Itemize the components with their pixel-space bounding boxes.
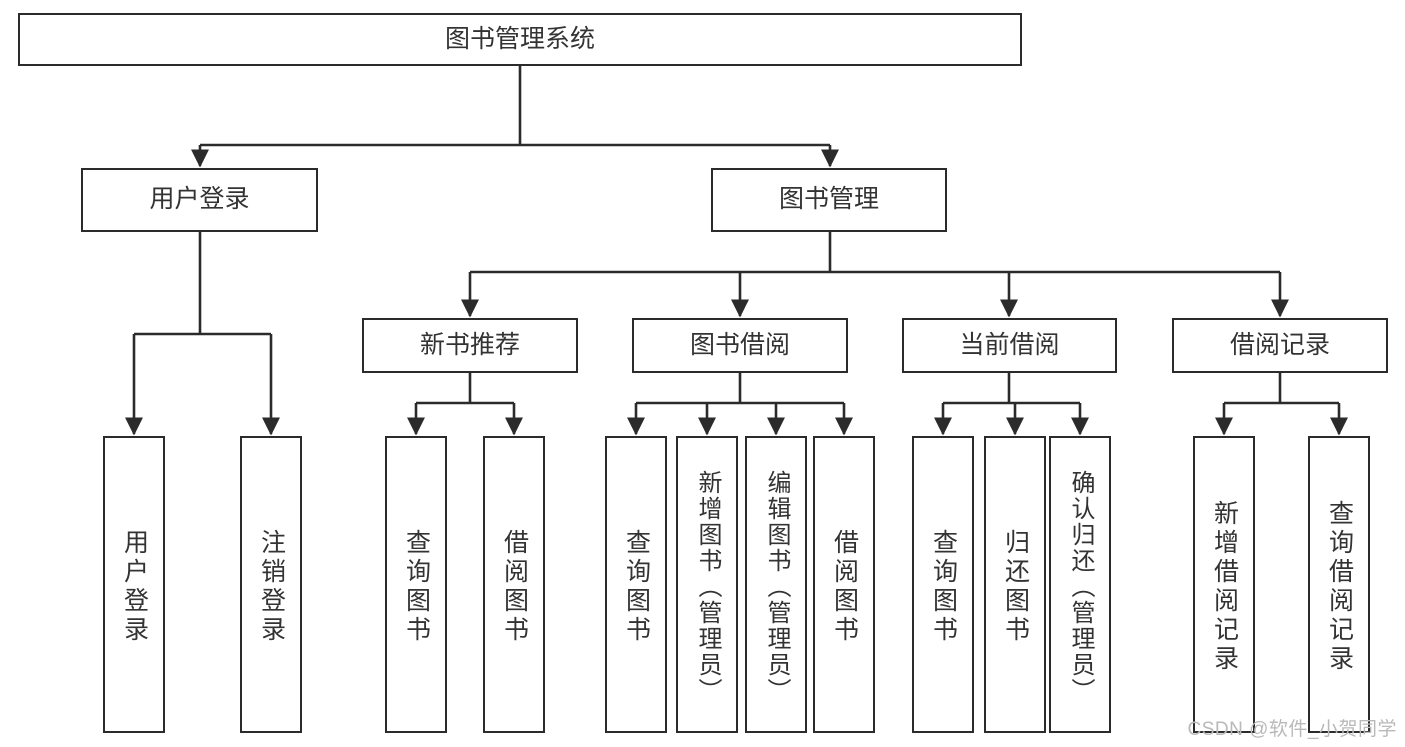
node-new-book-rec-label: 新书推荐: [419, 330, 520, 359]
node-leaf-add-book-label: 新增图书（管理员）: [694, 469, 721, 704]
node-book-manage[interactable]: 图书管理: [711, 168, 947, 232]
node-leaf-query-book-borrow[interactable]: 查询图书: [605, 436, 667, 733]
node-leaf-query-book-borrow-label: 查询图书: [622, 528, 651, 645]
node-leaf-borrow-book-rec-label: 借阅图书: [500, 528, 529, 645]
node-borrow-record[interactable]: 借阅记录: [1172, 318, 1388, 373]
node-book-borrow[interactable]: 图书借阅: [632, 318, 848, 373]
node-user-login-label: 用户登录: [149, 185, 250, 214]
node-leaf-user-login[interactable]: 用户登录: [103, 436, 165, 733]
node-leaf-return-book-label: 归还图书: [1001, 528, 1030, 645]
node-leaf-borrow-book[interactable]: 借阅图书: [813, 436, 875, 733]
watermark-text: CSDN @软件_小贺同学: [1187, 719, 1397, 740]
node-leaf-user-login-label: 用户登录: [120, 528, 149, 645]
node-user-login[interactable]: 用户登录: [81, 168, 318, 232]
node-leaf-user-logout[interactable]: 注销登录: [240, 436, 302, 733]
node-leaf-query-book-rec[interactable]: 查询图书: [385, 436, 447, 733]
node-root-label: 图书管理系统: [444, 24, 595, 53]
node-leaf-confirm-return-label: 确认归还（管理员）: [1067, 469, 1094, 704]
node-leaf-confirm-return[interactable]: 确认归还（管理员）: [1049, 436, 1111, 733]
node-leaf-edit-book[interactable]: 编辑图书（管理员）: [745, 436, 807, 733]
node-leaf-query-record[interactable]: 查询借阅记录: [1308, 436, 1370, 733]
node-borrow-record-label: 借阅记录: [1229, 330, 1330, 359]
node-leaf-edit-book-label: 编辑图书（管理员）: [763, 469, 790, 704]
node-leaf-user-logout-label: 注销登录: [257, 528, 286, 645]
node-leaf-add-record[interactable]: 新增借阅记录: [1193, 436, 1255, 733]
node-leaf-query-book-cur[interactable]: 查询图书: [912, 436, 974, 733]
node-leaf-borrow-book-label: 借阅图书: [830, 528, 859, 645]
node-leaf-query-record-label: 查询借阅记录: [1325, 499, 1354, 674]
node-leaf-query-book-rec-label: 查询图书: [402, 528, 431, 645]
node-current-borrow-label: 当前借阅: [959, 330, 1060, 359]
node-leaf-query-book-cur-label: 查询图书: [929, 528, 958, 645]
node-leaf-return-book[interactable]: 归还图书: [984, 436, 1046, 733]
node-leaf-borrow-book-rec[interactable]: 借阅图书: [483, 436, 545, 733]
node-book-manage-label: 图书管理: [778, 185, 879, 214]
node-leaf-add-record-label: 新增借阅记录: [1210, 499, 1239, 674]
node-root[interactable]: 图书管理系统: [18, 13, 1022, 66]
node-current-borrow[interactable]: 当前借阅: [902, 318, 1117, 373]
node-new-book-rec[interactable]: 新书推荐: [362, 318, 578, 373]
node-leaf-add-book[interactable]: 新增图书（管理员）: [676, 436, 738, 733]
node-book-borrow-label: 图书借阅: [689, 330, 790, 359]
